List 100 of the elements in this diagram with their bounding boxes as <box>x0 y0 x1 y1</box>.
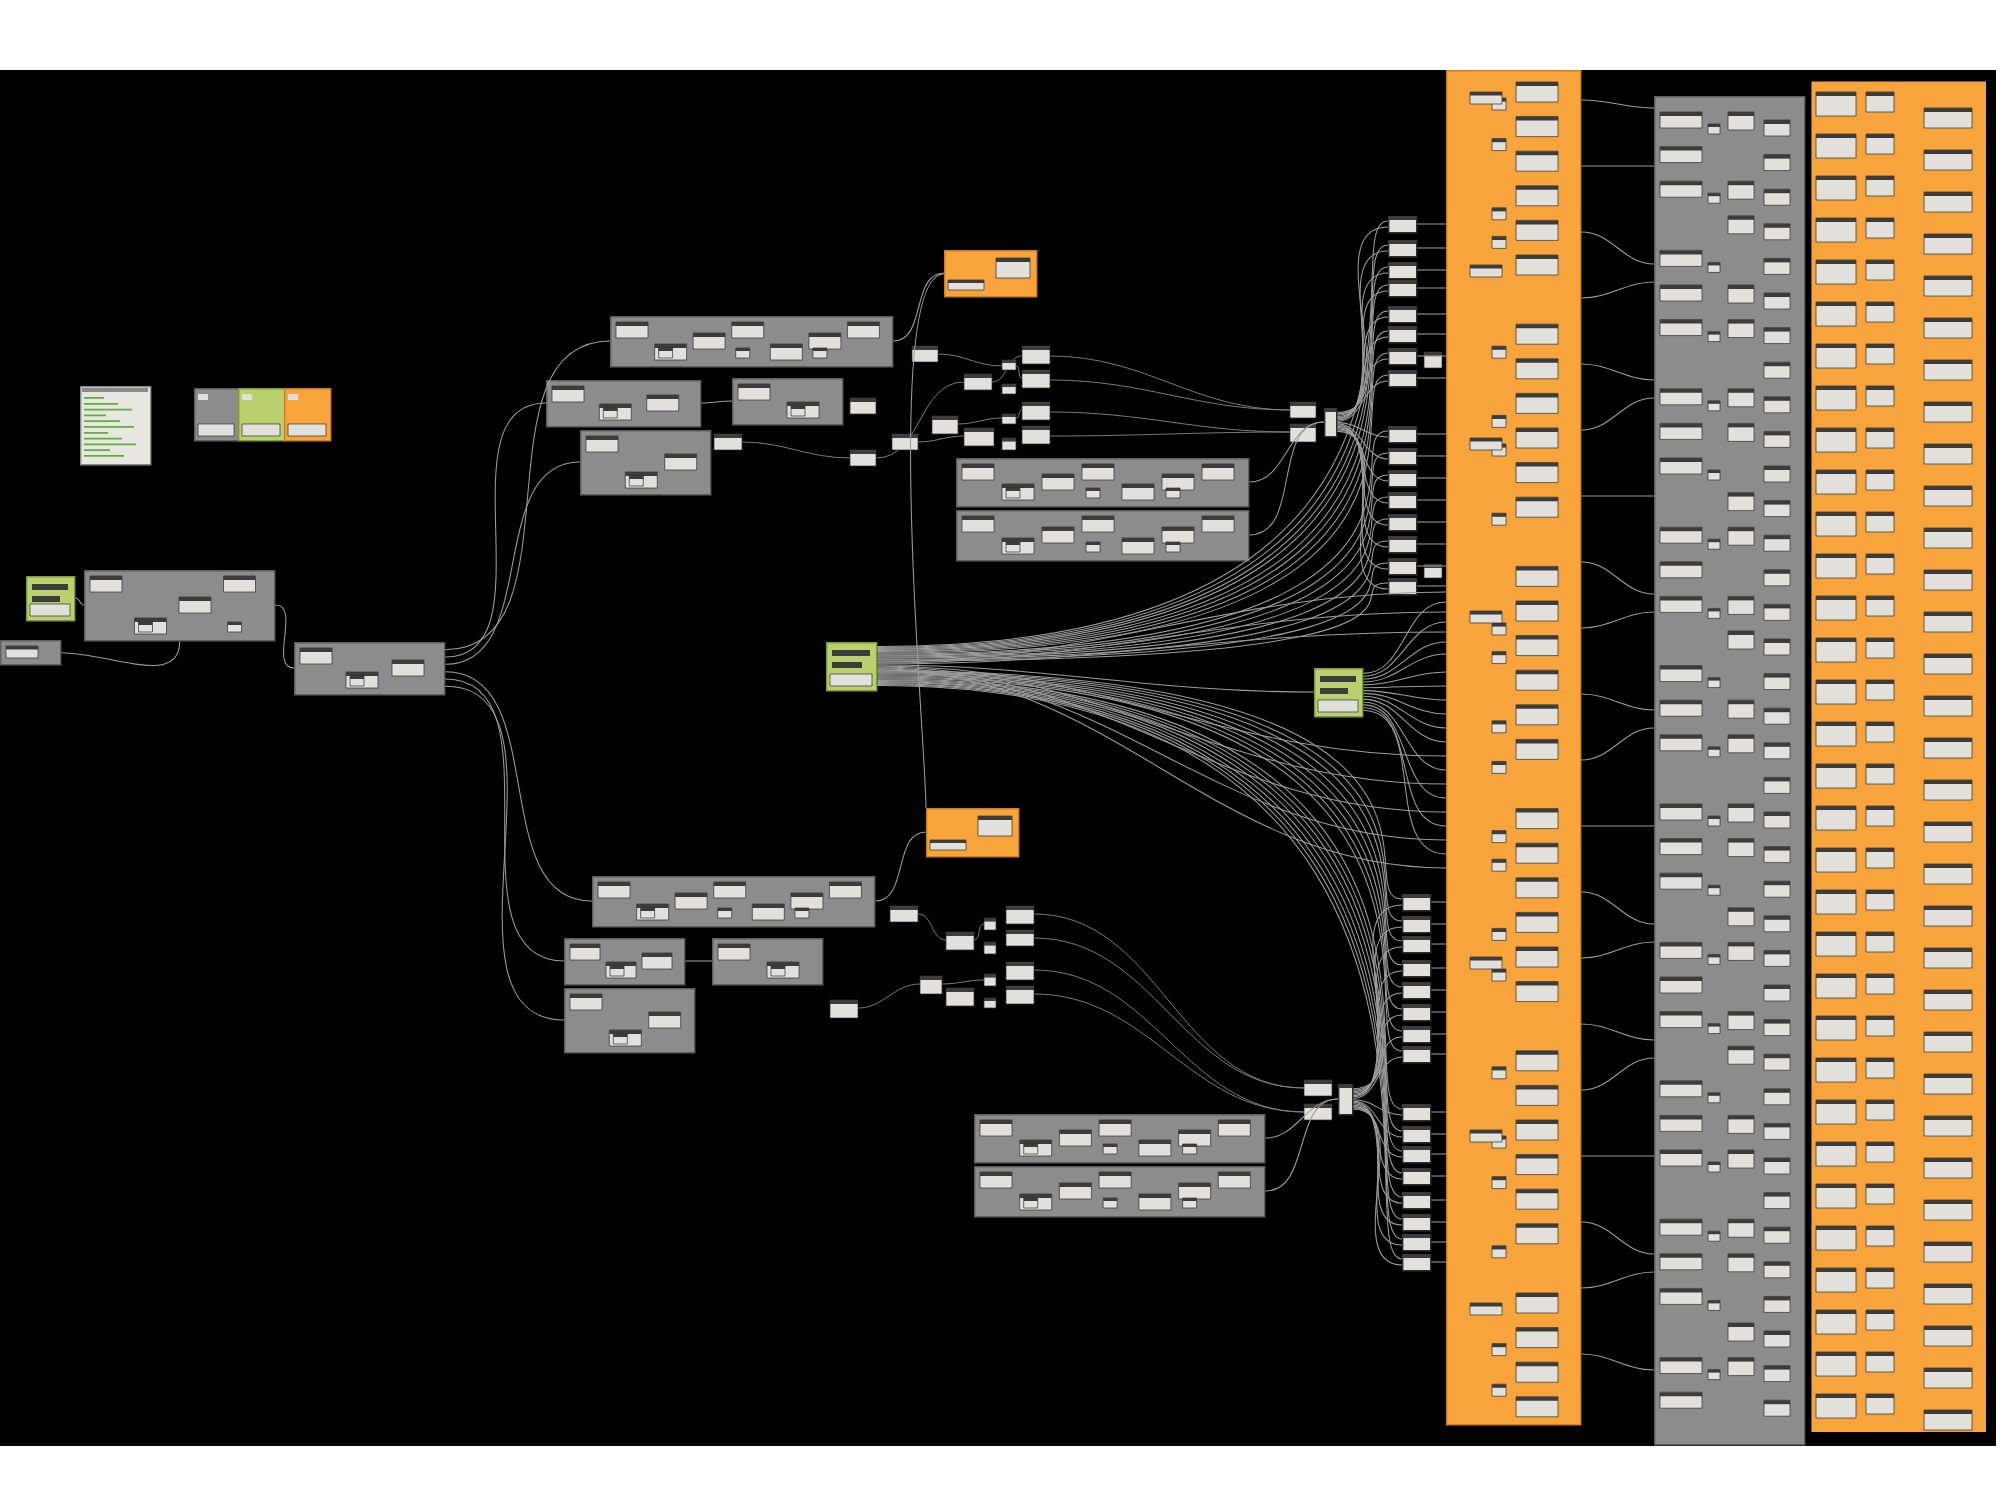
wire <box>1430 967 1447 969</box>
wire <box>60 640 181 666</box>
wire <box>1362 685 1447 689</box>
wire <box>444 678 565 962</box>
wire <box>1580 1155 1655 1157</box>
wire <box>1416 433 1447 435</box>
wire <box>1430 1221 1447 1223</box>
wire <box>1430 1241 1447 1243</box>
wire <box>1362 695 1447 729</box>
wire <box>1352 992 1403 1095</box>
wire <box>1430 1053 1447 1055</box>
wire <box>1362 641 1447 680</box>
wire <box>1416 477 1447 479</box>
wire <box>1336 358 1389 421</box>
wire <box>876 666 1447 785</box>
wire <box>1416 355 1447 357</box>
wire <box>1416 247 1447 249</box>
wire <box>874 831 927 902</box>
wire <box>876 631 1447 665</box>
wire <box>274 604 295 669</box>
wire <box>1416 313 1447 315</box>
wire <box>444 340 611 651</box>
wire <box>1430 989 1447 991</box>
wire <box>1430 1011 1447 1013</box>
wire <box>876 665 1447 757</box>
wire <box>1580 611 1655 629</box>
wire <box>1336 380 1389 422</box>
wire <box>1362 671 1447 686</box>
wire <box>684 960 713 962</box>
wire <box>1416 543 1447 545</box>
wire <box>1430 1199 1447 1201</box>
wire <box>1580 231 1655 265</box>
wire <box>1352 1014 1403 1097</box>
wire <box>1430 901 1447 903</box>
wire <box>1580 99 1655 109</box>
wire <box>1362 698 1447 743</box>
wire <box>1416 377 1447 379</box>
wire <box>1416 269 1447 271</box>
wire <box>1580 891 1655 925</box>
wire <box>1248 421 1325 536</box>
wire <box>444 402 547 658</box>
wire <box>1336 424 1389 482</box>
wire <box>1416 223 1447 225</box>
wire <box>1580 1057 1655 1091</box>
wire <box>1416 333 1447 335</box>
wire <box>1580 1023 1655 1041</box>
wire <box>1430 923 1447 925</box>
wire <box>1580 397 1655 431</box>
wire <box>1362 653 1447 683</box>
wire <box>1580 825 1655 827</box>
wire <box>1580 495 1655 497</box>
wire <box>1362 704 1447 799</box>
wire <box>1416 565 1447 567</box>
wire <box>1362 707 1447 827</box>
wire <box>1430 1261 1447 1263</box>
wire <box>1352 1104 1403 1204</box>
wire <box>1580 281 1655 299</box>
wire <box>1352 1056 1403 1099</box>
wire <box>1336 428 1389 548</box>
wire <box>1580 727 1655 761</box>
wire <box>1352 1103 1403 1180</box>
wire <box>1430 1153 1447 1155</box>
wire <box>1430 1133 1447 1135</box>
wire <box>876 582 1389 662</box>
wire <box>892 272 945 342</box>
wire <box>1352 970 1403 1094</box>
wire <box>1580 363 1655 381</box>
wire <box>876 667 1447 813</box>
wire <box>1580 941 1655 959</box>
wire <box>876 591 1447 663</box>
wire <box>1416 499 1447 501</box>
wire <box>1264 1098 1339 1192</box>
wire <box>1352 1036 1403 1098</box>
wire <box>1336 427 1389 526</box>
wire <box>444 685 565 1021</box>
wire <box>74 597 85 606</box>
wire <box>1352 1100 1403 1138</box>
wire <box>1416 287 1447 289</box>
wire <box>876 562 1389 661</box>
wire <box>1580 1221 1655 1255</box>
wire <box>1416 521 1447 523</box>
wire <box>444 461 581 665</box>
wire <box>1580 561 1655 595</box>
wire <box>1352 1099 1403 1116</box>
wire <box>876 611 1447 664</box>
wire <box>1580 693 1655 711</box>
wire <box>1430 1033 1447 1035</box>
wire <box>1336 422 1389 438</box>
wire <box>1580 1353 1655 1371</box>
wire <box>1362 692 1447 715</box>
wire <box>1336 425 1389 504</box>
wire <box>1580 1271 1655 1289</box>
wire <box>1430 1175 1447 1177</box>
wire <box>1336 336 1389 420</box>
wire <box>1362 710 1447 855</box>
wire <box>1362 601 1447 674</box>
wire <box>700 400 733 404</box>
wire <box>1580 165 1655 167</box>
wire <box>444 671 593 902</box>
wire <box>1362 621 1447 677</box>
